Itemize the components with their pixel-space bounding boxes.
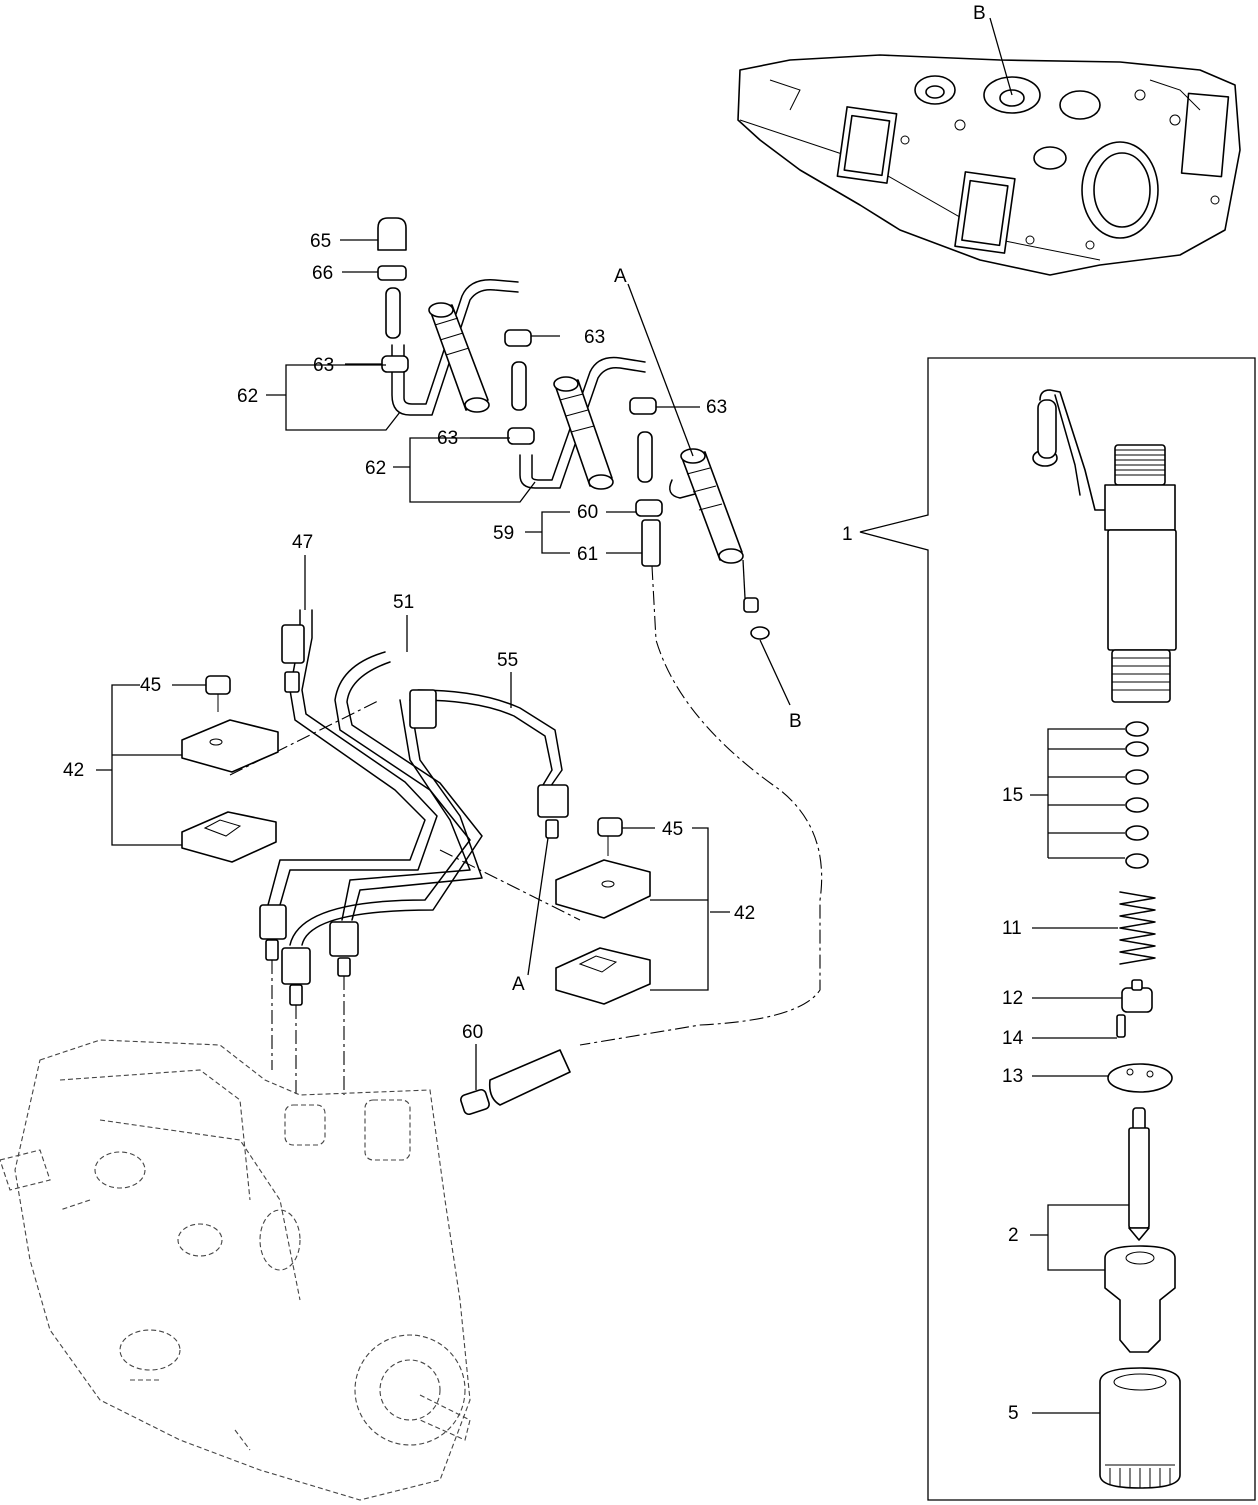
- reference-b-top: B: [973, 3, 986, 24]
- injector-detail-panel: [859, 357, 1256, 1501]
- callout-60-lower: 60: [462, 1022, 483, 1043]
- callout-11: 11: [1002, 918, 1022, 939]
- callout-62-upper: 62: [237, 386, 258, 407]
- injector-body-2: [553, 376, 614, 490]
- callout-2: 2: [1008, 1225, 1019, 1246]
- callout-55: 55: [497, 650, 518, 671]
- callout-42-right: 42: [734, 903, 755, 924]
- reference-a-bottom: A: [512, 974, 525, 995]
- pipe-clamp-right: [555, 817, 651, 1005]
- callout-62-lower: 62: [365, 458, 386, 479]
- callout-60-upper: 60: [577, 502, 598, 523]
- callout-12: 12: [1002, 988, 1023, 1009]
- cylinder-head-illustration: [737, 54, 1241, 276]
- callout-45-right: 45: [662, 819, 683, 840]
- callout-14: 14: [1002, 1028, 1024, 1049]
- injection-pipes: [229, 609, 581, 1095]
- injection-pump-illustration: [0, 1039, 571, 1501]
- injector-body-1: [428, 302, 490, 413]
- leak-off-pipe-assembly: [377, 217, 823, 1046]
- callout-66: 66: [312, 263, 333, 284]
- callout-45-left: 45: [140, 675, 161, 696]
- callout-63-top-left: 63: [313, 355, 334, 376]
- callout-15: 15: [1002, 785, 1023, 806]
- callout-labels: 65 66 63 63 62 63 63 62 60 61 59 47 51 5…: [63, 3, 1024, 1424]
- leader-lines: [96, 17, 1129, 1414]
- callout-51: 51: [393, 592, 414, 613]
- reference-b-bottom: B: [789, 711, 802, 732]
- callout-59: 59: [493, 523, 514, 544]
- reference-a-top: A: [614, 266, 627, 287]
- callout-42-left: 42: [63, 760, 84, 781]
- callout-65: 65: [310, 231, 331, 252]
- injector-body-3: [669, 448, 770, 640]
- callout-1: 1: [842, 524, 853, 545]
- callout-63-top-right: 63: [584, 327, 605, 348]
- callout-13: 13: [1002, 1066, 1023, 1087]
- callout-63-right: 63: [706, 397, 727, 418]
- callout-5: 5: [1008, 1403, 1019, 1424]
- callout-47: 47: [292, 532, 313, 553]
- pipe-clamp-left: [181, 675, 279, 863]
- callout-63-middle: 63: [437, 428, 458, 449]
- callout-61: 61: [577, 544, 598, 565]
